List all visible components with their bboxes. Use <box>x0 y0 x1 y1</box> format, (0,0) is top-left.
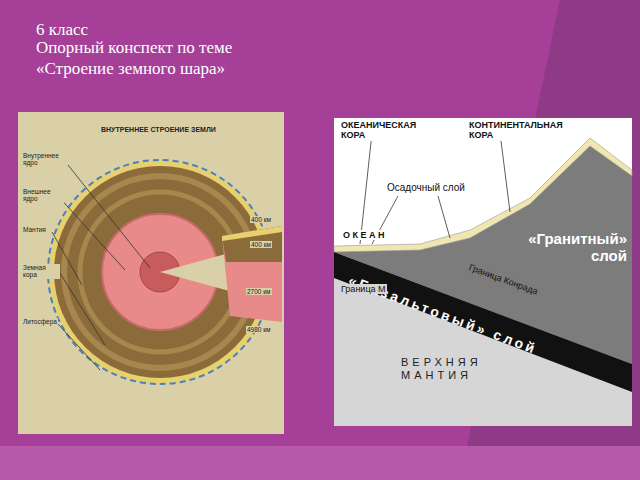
picture-title: ВНУТРЕННЕЕ СТРОЕНИЕ ЗЕМЛИ <box>100 126 217 134</box>
slide-footer-band <box>0 446 640 480</box>
slide-title: Опорный конспект по теме «Строение земно… <box>36 37 276 80</box>
layer-label: Внешнее ядро <box>22 188 64 203</box>
grade-label: 6 класс <box>36 20 88 40</box>
depth-number: 2700 км <box>246 288 272 295</box>
earth-picture-ground <box>18 112 284 434</box>
leader-line <box>58 324 100 370</box>
ocean-label: О К Е А Н <box>342 230 386 240</box>
crust-type-label: КОНТИНЕНТАЛЬНАЯ КОРА <box>468 120 582 141</box>
leader-line <box>438 196 450 238</box>
layer-label: «Гранитный» слой <box>508 230 628 265</box>
section-wedge-mantle <box>222 226 282 262</box>
layer-label: Литосфера <box>22 318 58 325</box>
boundary-label: Граница М <box>340 284 387 294</box>
leader-line <box>500 133 510 212</box>
leader-line <box>58 196 125 270</box>
depth-number: 4980 км <box>246 326 272 333</box>
basalt-layer <box>334 252 632 392</box>
crust-picture-ground <box>334 118 632 426</box>
section-wedge <box>222 226 282 322</box>
leader-line <box>360 133 372 244</box>
depth-number: 400 км <box>250 216 272 223</box>
depth-number: 400 км <box>250 241 272 248</box>
layer-label: Мантия <box>22 226 47 233</box>
layer-label: Земная кора <box>22 264 60 279</box>
layer-label: Осадочный слой <box>386 182 466 194</box>
crust-type-label: ОКЕАНИЧЕСКАЯ КОРА <box>340 120 438 141</box>
leader-line <box>64 160 150 268</box>
granite-layer <box>334 140 632 364</box>
section-wedge-crust <box>222 226 282 241</box>
layer-label: Внутреннее ядро <box>22 152 68 167</box>
leader-line <box>58 270 105 345</box>
layer-label: ВЕРХНЯЯ МАНТИЯ <box>400 356 498 381</box>
